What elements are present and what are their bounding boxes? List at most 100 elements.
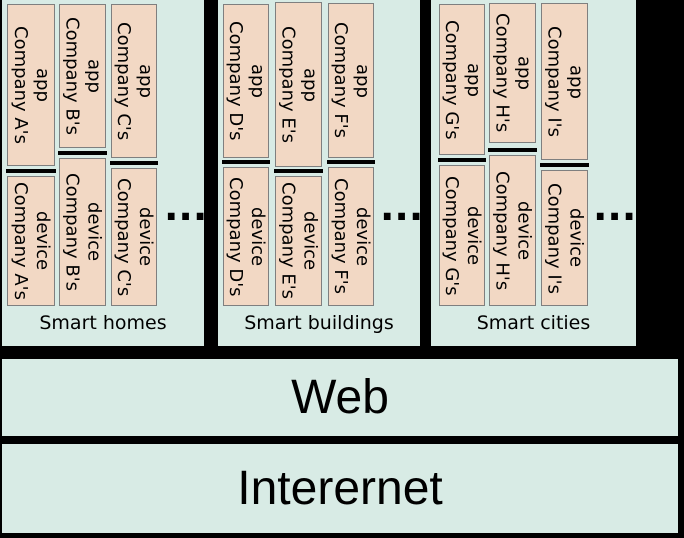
company-i-app-label: Company I's app [543, 26, 587, 137]
app-label-line2: app [299, 67, 321, 102]
app-label-line1: Company A's [10, 26, 31, 144]
panel-label-smart-cities: Smart cities [476, 312, 591, 334]
device-label-line2: device [83, 202, 105, 262]
web-layer-label: Web [291, 371, 389, 424]
ellipsis-icon: ... [380, 185, 424, 229]
company-i-column: Company I's app Company I's device [540, 0, 589, 307]
app-label-line2: app [134, 64, 156, 98]
device-label-line2: device [513, 200, 535, 261]
app-label-line2: app [513, 56, 535, 90]
company-f-app-label: Company F's app [329, 22, 373, 138]
company-e-column: Company E's app Company E's device [274, 0, 323, 307]
company-a-app-label: Company A's app [9, 26, 53, 144]
device-label-line2: device [246, 206, 268, 267]
app-label-line1: Company I's [543, 26, 565, 137]
company-g-column: Company G's app Company G's device [438, 0, 486, 307]
device-label-line1: Company G's [441, 175, 462, 296]
app-label-line1: Company H's [491, 13, 513, 133]
app-label-line2: app [246, 64, 268, 98]
company-d-app-label: Company D's app [224, 21, 268, 141]
app-label-line2: app [351, 63, 373, 98]
device-label-line2: device [134, 207, 156, 267]
app-device-link-bar [6, 169, 56, 173]
app-label-line1: Company E's [277, 25, 299, 144]
company-b-app-label: Company B's app [61, 17, 105, 135]
device-label-line2: device [462, 205, 484, 266]
company-g-device-box: Company G's device [439, 165, 485, 306]
device-label-line1: Company C's [113, 177, 134, 297]
app-label-line1: Company D's [225, 21, 246, 141]
app-device-link-bar [274, 169, 323, 173]
company-c-app-label: Company C's app [112, 22, 156, 140]
device-label-line1: Company E's [277, 182, 299, 300]
internet-layer: Interernet [2, 444, 678, 533]
device-label-line2: device [565, 208, 587, 268]
company-d-device-box: Company D's device [223, 167, 269, 306]
company-a-device-box: Company A's device [7, 176, 55, 306]
app-label-line2: app [83, 59, 105, 93]
company-f-column: Company F's app Company F's device [327, 0, 375, 307]
panel-label-smart-buildings: Smart buildings [244, 312, 394, 334]
panel-smart-homes: Company A's app Company A's device Compa… [2, 0, 208, 346]
company-g-app-label: Company G's app [440, 20, 484, 140]
panel-label-smart-homes: Smart homes [39, 312, 167, 334]
device-label-line1: Company B's [61, 172, 83, 292]
company-h-app-label: Company H's app [491, 13, 535, 132]
ellipsis-icon: ... [164, 185, 208, 229]
company-a-device-label: Company A's device [9, 182, 53, 300]
company-f-device-label: Company F's device [329, 178, 373, 294]
company-c-app-box: Company C's app [111, 4, 157, 158]
company-a-column: Company A's app Company A's device [6, 0, 56, 307]
app-label-line2: app [565, 64, 587, 99]
company-c-device-box: Company C's device [111, 168, 157, 306]
company-e-device-label: Company E's device [277, 182, 321, 299]
company-b-device-box: Company B's device [59, 158, 106, 306]
company-b-device-label: Company B's device [61, 173, 105, 291]
company-d-app-box: Company D's app [223, 4, 269, 158]
device-label-line1: Company A's [10, 182, 31, 300]
company-h-app-box: Company H's app [489, 3, 536, 143]
app-device-link-bar [438, 158, 486, 162]
device-label-line2: device [351, 206, 373, 267]
panel-smart-buildings: Company D's app Company D's device Compa… [218, 0, 424, 346]
internet-layer-label: Interernet [237, 462, 443, 515]
company-h-device-box: Company H's device [489, 155, 536, 306]
company-c-column: Company C's app Company C's device [110, 0, 158, 307]
company-h-device-label: Company H's device [491, 171, 535, 290]
app-device-link-bar [222, 160, 270, 164]
company-e-app-box: Company E's app [275, 2, 322, 167]
app-label-line1: Company F's [330, 22, 351, 139]
company-c-device-label: Company C's device [112, 178, 156, 296]
company-d-device-label: Company D's device [224, 177, 268, 297]
app-device-link-bar [58, 151, 107, 155]
company-h-column: Company H's app Company H's device [488, 0, 537, 307]
company-e-app-label: Company E's app [277, 26, 321, 143]
app-device-link-bar [540, 163, 589, 167]
company-i-device-label: Company I's device [543, 183, 587, 294]
app-label-line1: Company G's [441, 19, 462, 140]
device-label-line1: Company D's [225, 176, 246, 297]
device-label-line2: device [299, 211, 321, 271]
company-g-device-label: Company G's device [440, 176, 484, 296]
web-layer: Web [2, 359, 678, 436]
device-label-line1: Company H's [491, 170, 513, 291]
app-device-link-bar [327, 160, 375, 164]
company-g-app-box: Company G's app [439, 4, 485, 155]
device-label-line1: Company I's [543, 182, 565, 294]
app-label-line1: Company C's [113, 21, 134, 141]
company-b-column: Company B's app Company B's device [58, 0, 107, 307]
device-label-line1: Company F's [330, 178, 351, 295]
app-label-line1: Company B's [61, 16, 83, 136]
app-label-line2: app [462, 62, 484, 97]
ellipsis-icon: ... [593, 185, 637, 229]
company-e-device-box: Company E's device [275, 176, 322, 306]
company-f-device-box: Company F's device [328, 167, 374, 306]
device-label-line2: device [31, 211, 53, 271]
company-b-app-box: Company B's app [59, 4, 106, 148]
company-d-column: Company D's app Company D's device [222, 0, 270, 307]
company-a-app-box: Company A's app [7, 4, 55, 166]
app-label-line2: app [31, 68, 53, 102]
company-i-app-box: Company I's app [541, 3, 588, 160]
panel-smart-cities: Company G's app Company G's device Compa… [431, 0, 636, 346]
